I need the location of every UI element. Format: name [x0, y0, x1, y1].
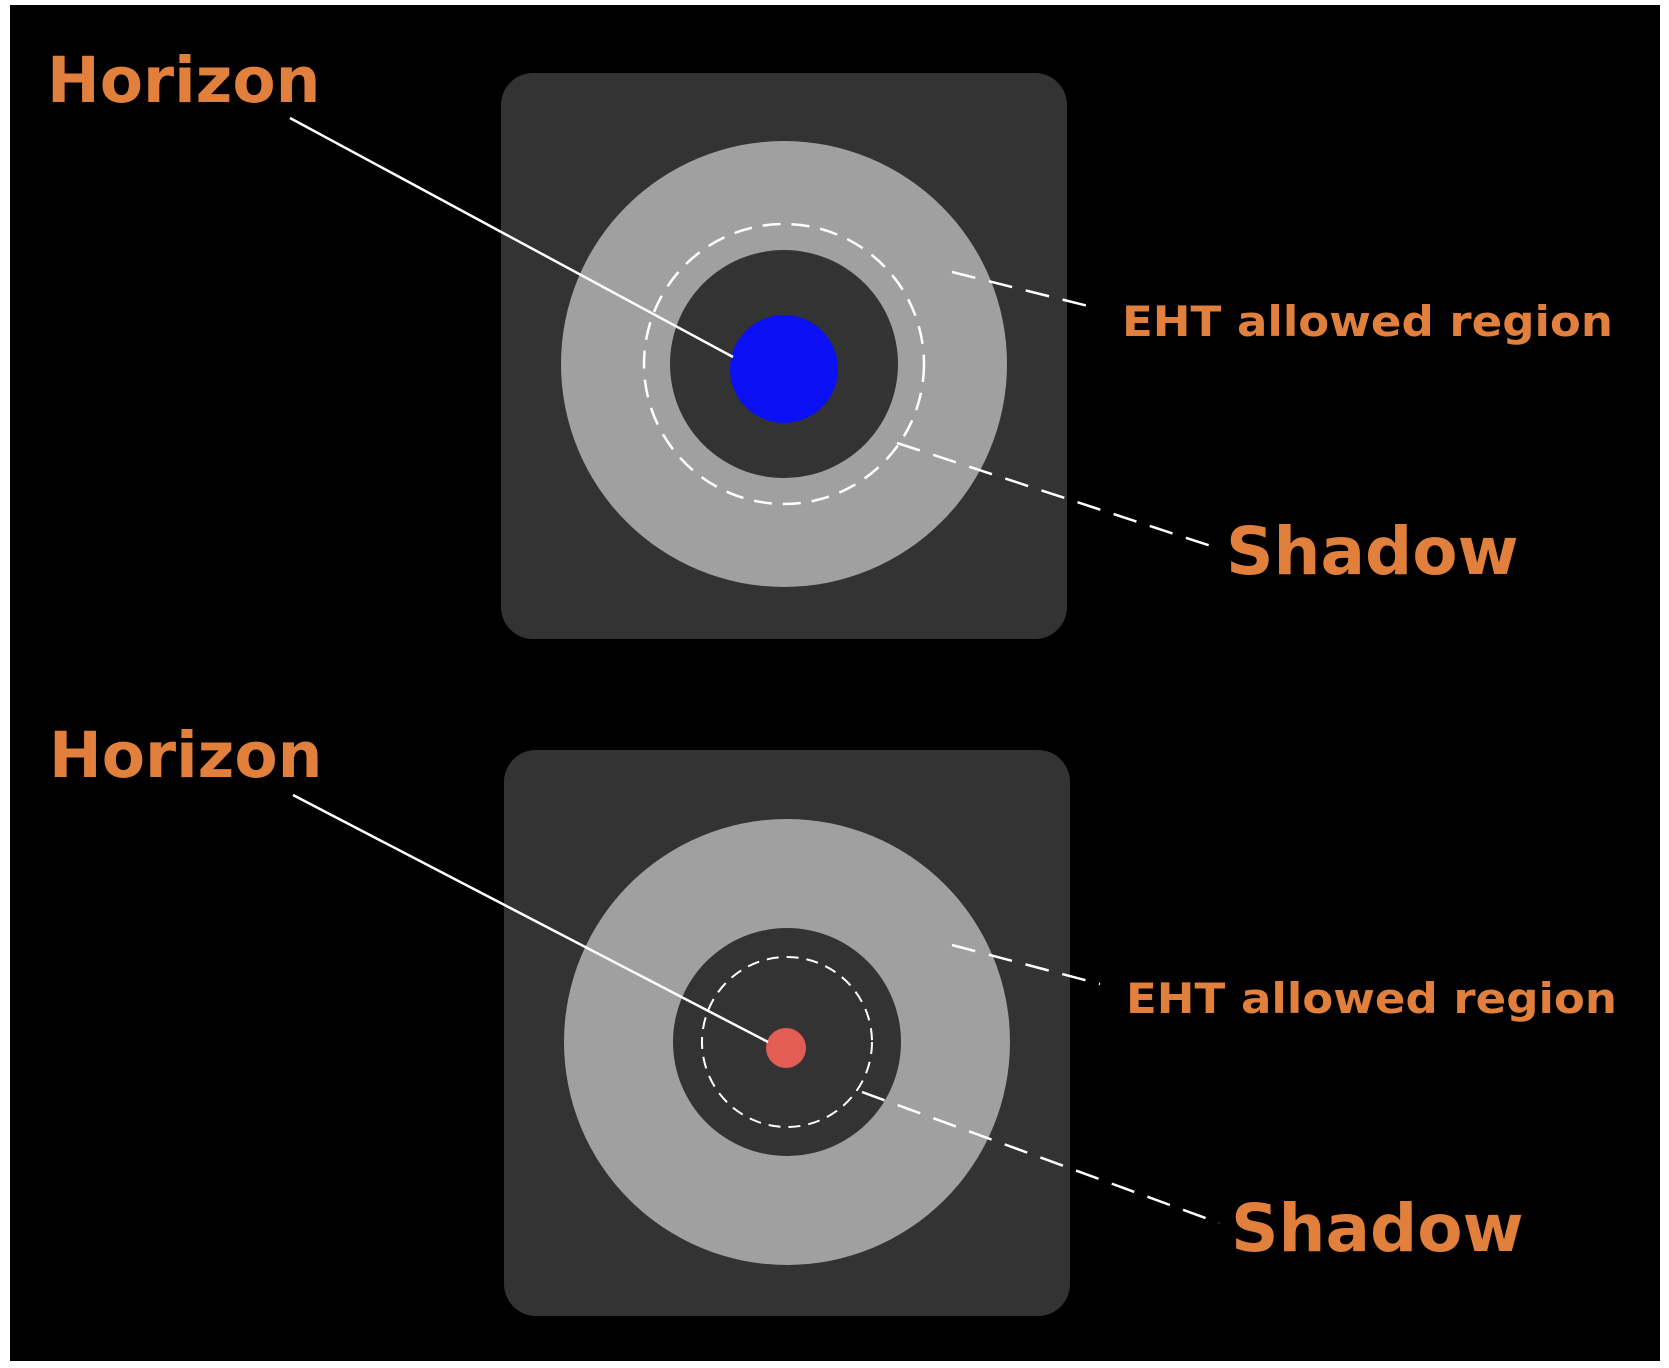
panel-top-horizon-disk: [730, 315, 838, 423]
panel-bottom: Horizon EHT allowed region Shadow: [49, 719, 1617, 1316]
panel-bottom-horizon-label: Horizon: [49, 719, 322, 792]
panel-bottom-horizon-disk: [766, 1028, 806, 1068]
panel-bottom-eht-allowed-region-label: EHT allowed region: [1126, 974, 1617, 1023]
panel-top: Horizon EHT allowed region Shadow: [47, 44, 1613, 639]
panel-top-shadow-boundary-dashed: [642, 222, 926, 506]
panel-bottom-shadow-boundary-dashed: [701, 956, 873, 1128]
panel-bottom-region-leader-line: [951, 943, 1101, 986]
panel-top-shadow-label: Shadow: [1226, 513, 1519, 590]
panel-top-horizon-label: Horizon: [47, 44, 320, 117]
panel-top-horizon-leader-line: [289, 116, 734, 359]
panel-bottom-shadow-label: Shadow: [1231, 1190, 1524, 1267]
panel-top-eht-allowed-region-label: EHT allowed region: [1122, 297, 1613, 346]
panel-bottom-shadow-leader-line: [861, 1090, 1220, 1225]
panel-top-region-leader-line: [951, 270, 1097, 310]
panel-bottom-horizon-leader-line: [292, 793, 769, 1044]
panel-top-shadow-leader-line: [896, 441, 1215, 549]
